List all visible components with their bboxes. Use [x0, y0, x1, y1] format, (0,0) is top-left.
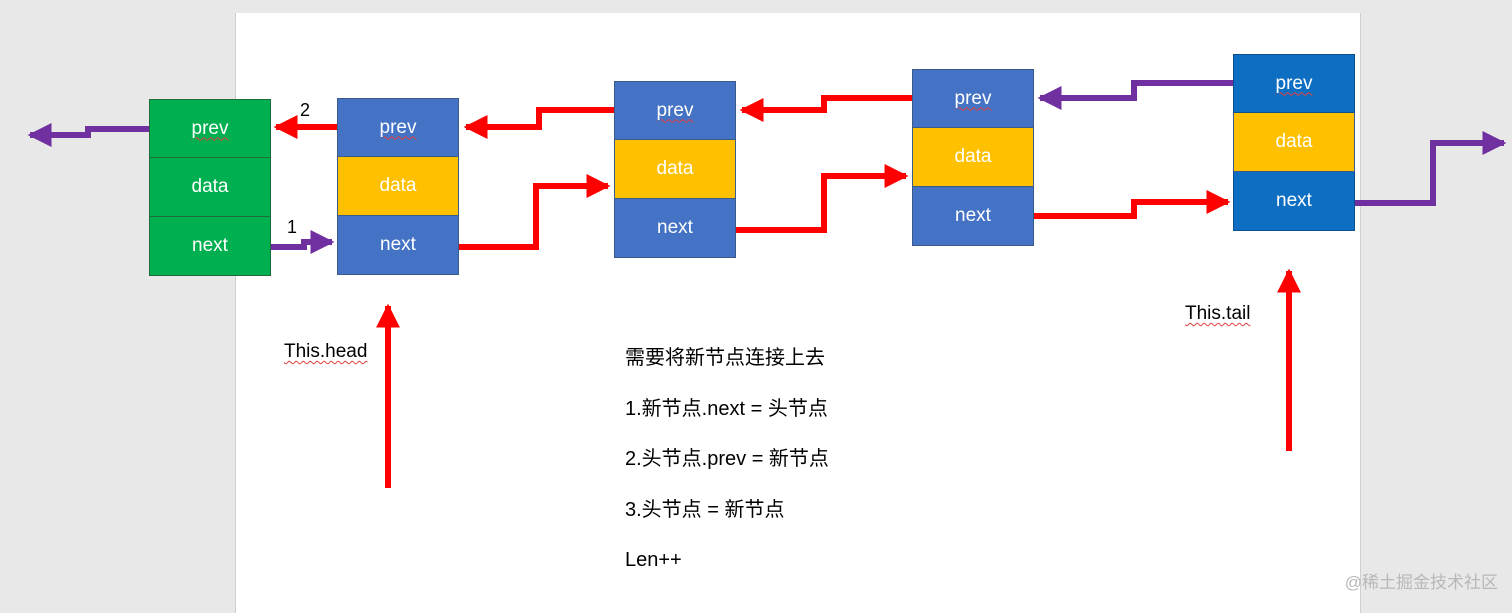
tail-node-next: next: [1233, 172, 1355, 231]
arrow-n2-prev-to-n1: [463, 107, 614, 139]
new-node-next: next: [149, 217, 271, 276]
new-node: prev data next: [149, 99, 271, 276]
head-node-next: next: [337, 216, 459, 275]
third-node: prev data next: [912, 69, 1034, 246]
new-node-data: data: [149, 158, 271, 217]
new-node-prev: prev: [149, 99, 271, 158]
middle-node-prev: prev: [614, 81, 736, 140]
arrow-n3-next-to-tail: [1034, 190, 1231, 219]
step1-label: 1: [287, 217, 298, 237]
arrow-new-prev-null: [27, 123, 150, 147]
arrow-n3-prev-to-n2: [739, 95, 913, 122]
instruction-line: 3.头节点 = 新节点: [625, 498, 785, 521]
this-head-label: This.head: [284, 341, 368, 362]
this-tail-label: This.tail: [1185, 303, 1251, 324]
third-node-data: data: [912, 128, 1034, 187]
watermark: @稀土掘金技术社区: [1344, 573, 1498, 592]
middle-node-data: data: [614, 140, 736, 199]
arrow-step1-new-next-to-head: [271, 230, 335, 254]
arrow-n1-next-to-n2: [459, 174, 611, 250]
third-node-prev: prev: [912, 69, 1034, 128]
head-node: prev data next: [337, 98, 459, 275]
tail-node-prev: prev: [1233, 54, 1355, 113]
arrow-tail-prev-to-n3: [1037, 80, 1234, 110]
instruction-line: 1.新节点.next = 头节点: [625, 397, 828, 420]
tail-node-data: data: [1233, 113, 1355, 172]
head-node-data: data: [337, 157, 459, 216]
arrow-n2-next-to-n3: [736, 164, 909, 233]
instruction-line: 需要将新节点连接上去: [625, 347, 825, 369]
middle-node: prev data next: [614, 81, 736, 258]
step2-label: 2: [300, 100, 311, 120]
head-node-prev: prev: [337, 98, 459, 157]
arrow-tail-next-null: [1355, 131, 1507, 206]
middle-node-next: next: [614, 199, 736, 258]
instructions: 需要将新节点连接上去 1.新节点.next = 头节点 2.头节点.prev =…: [625, 345, 829, 598]
tail-node: prev data next: [1233, 54, 1355, 231]
instruction-line: 2.头节点.prev = 新节点: [625, 448, 829, 470]
instruction-line: Len++: [625, 549, 682, 571]
third-node-next: next: [912, 187, 1034, 246]
